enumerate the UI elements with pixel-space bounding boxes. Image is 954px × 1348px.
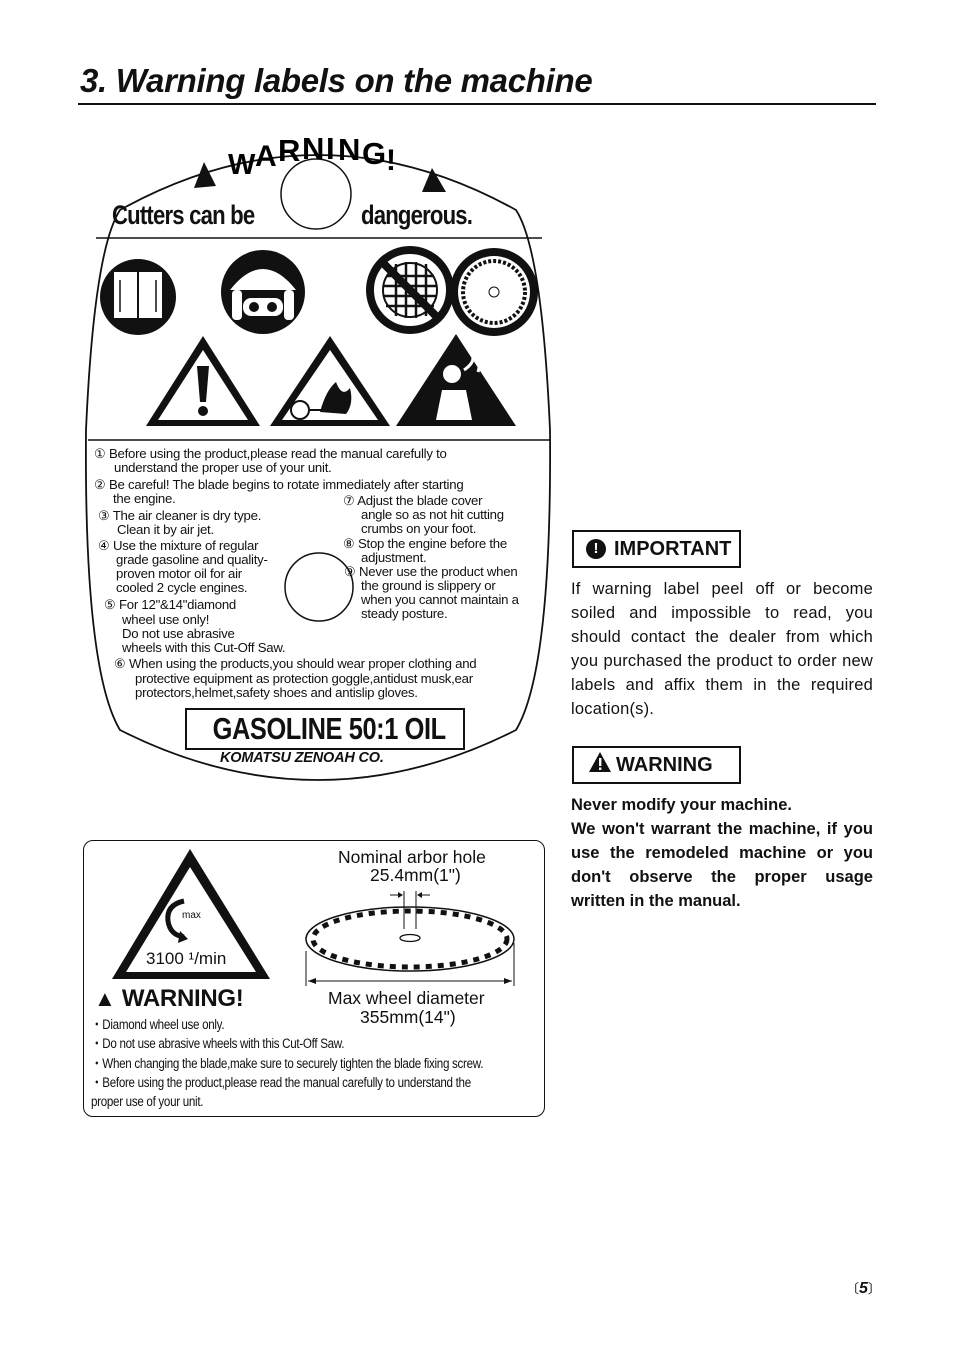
fuel-mix-box: GASOLINE 50:1 OIL — [185, 708, 465, 750]
label-line: ⑤ For 12"&14"diamond — [104, 597, 237, 612]
header-triangle-right-icon — [422, 168, 446, 192]
page-number: 〔5〕 — [846, 1280, 881, 1297]
label-line: steady posture. — [361, 606, 448, 621]
label-line: ② Be careful! The blade begins to rotate… — [94, 477, 464, 492]
bullet-line: ・Diamond wheel use only. — [91, 1017, 225, 1032]
diamond-blade-icon — [305, 891, 515, 986]
arbor-hole-label: Nominal arbor hole — [338, 847, 486, 867]
important-text: If warning label peel off or become soil… — [571, 580, 873, 718]
label-line: understand the proper use of your unit. — [114, 460, 332, 475]
bullet-line: ・Before using the product,please read th… — [91, 1074, 471, 1090]
label-line: wheel use only! — [122, 612, 210, 627]
label-line: ⑨ Never use the product when — [344, 564, 518, 579]
main-label-artwork: W A R N I N G ! — [84, 130, 552, 781]
title-rule — [78, 103, 876, 105]
exclamation-circle-icon: ! — [586, 539, 606, 559]
wheel-diameter-label: Max wheel diameter — [328, 988, 485, 1008]
label-hole-middle — [284, 552, 354, 622]
label-line: ④ Use the mixture of regular — [98, 538, 259, 553]
label-line: grade gasoline and quality- — [116, 552, 268, 567]
label-line: the engine. — [113, 491, 176, 506]
important-badge: ! IMPORTANT — [572, 530, 741, 568]
warning-text-rest: We won't warrant the machine, if you use… — [571, 820, 873, 910]
warning-triangle-icon — [588, 751, 612, 779]
label-line: crumbs on your foot. — [361, 521, 477, 536]
max-speed-tag: max — [182, 910, 201, 921]
label-line: wheels with this Cut-Off Saw. — [122, 640, 286, 655]
important-label: IMPORTANT — [614, 537, 732, 560]
wheel-label-warning-text: WARNING! — [121, 985, 244, 1012]
fume-hazard-triangle-icon — [396, 334, 516, 426]
header-triangle-left-icon — [194, 162, 216, 188]
maker-name: KOMATSU ZENOAH CO. — [220, 750, 384, 766]
label-subheader-right: dangerous. — [361, 200, 473, 230]
label-header-text: W A R N I N G ! — [228, 130, 396, 181]
label-line: ⑦ Adjust the blade cover — [343, 493, 483, 508]
wheel-label-bullets: ・Diamond wheel use only. ・Do not use abr… — [91, 1015, 547, 1111]
wheel-diameter-size: 355mm(14") — [360, 1007, 456, 1027]
no-abrasive-wheel-icon — [366, 246, 454, 334]
label-line: cooled 2 cycle engines. — [116, 580, 248, 595]
label-line: adjustment. — [361, 550, 427, 565]
label-line: ⑧ Stop the engine before the — [343, 536, 507, 551]
main-warning-label: W A R N I N G ! — [80, 130, 556, 790]
label-line: protectors,helmet,safety shoes and antis… — [135, 685, 418, 700]
wheel-warning-label: Nominal arbor hole 25.4mm(1") max 3100 ¹… — [83, 840, 545, 1117]
wheel-label-artwork — [112, 849, 515, 986]
warning-text: Never modify your machine. We won't warr… — [571, 793, 873, 913]
diamond-wheel-icon — [450, 248, 538, 336]
bullet-line: ・When changing the blade,make sure to se… — [91, 1055, 484, 1071]
arbor-hole-size: 25.4mm(1") — [370, 865, 461, 885]
bullet-line: proper use of your unit. — [91, 1094, 204, 1110]
label-line: angle so as not hit cutting — [361, 507, 504, 522]
page-title: 3. Warning labels on the machine — [80, 62, 593, 99]
general-warning-triangle-icon — [146, 336, 260, 426]
label-line: proven motor oil for air — [116, 566, 242, 581]
bullet-line: ・Do not use abrasive wheels with this Cu… — [91, 1036, 345, 1052]
warning-badge: WARNING — [572, 746, 741, 784]
warning-text-line1: Never modify your machine. — [571, 796, 792, 814]
label-line: ① Before using the product,please read t… — [94, 446, 447, 461]
wheel-label-warning-title: ▲ WARNING! — [94, 985, 244, 1013]
read-manual-icon — [100, 259, 176, 335]
label-line: Do not use abrasive — [122, 626, 235, 641]
warning-triangle-icon: ▲ — [94, 986, 116, 1011]
wear-protection-icon — [221, 250, 305, 334]
label-line: protective equipment as protection goggl… — [135, 671, 473, 686]
max-speed-triangle-icon — [112, 849, 270, 979]
fire-hazard-triangle-icon — [270, 336, 390, 426]
label-subheader-left: Cutters can be — [112, 200, 255, 230]
label-line: the ground is slippery or — [361, 578, 496, 593]
label-line: Clean it by air jet. — [117, 522, 214, 537]
label-line: ⑥ When using the products,you should wea… — [114, 656, 477, 671]
label-hole-top — [280, 158, 352, 230]
label-outline — [84, 154, 552, 781]
label-line: when you cannot maintain a — [361, 592, 519, 607]
label-line: ③ The air cleaner is dry type. — [98, 508, 262, 523]
warning-label: WARNING — [616, 753, 713, 776]
max-speed-value: 3100 ¹/min — [146, 949, 227, 968]
